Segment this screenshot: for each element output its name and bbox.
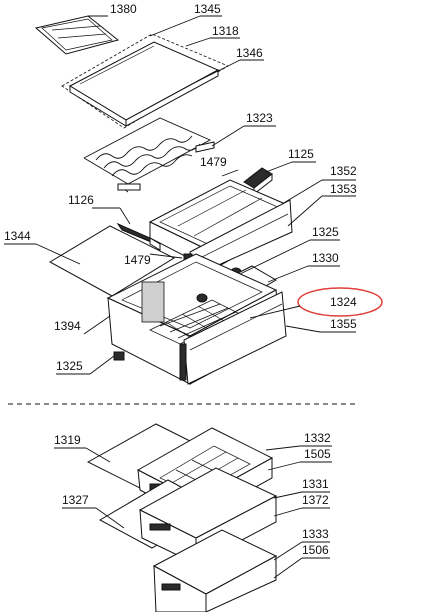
label-1352: 1352 — [330, 164, 357, 178]
part-1344-glass-sheet — [48, 225, 176, 297]
label-1327: 1327 — [62, 493, 89, 507]
label-1346: 1346 — [236, 46, 263, 60]
part-1380-insert — [34, 15, 120, 55]
label-1344: 1344 — [4, 229, 31, 243]
label-1355: 1355 — [330, 317, 357, 331]
label-1126: 1126 — [68, 193, 94, 207]
label-1506: 1506 — [302, 543, 329, 557]
label-1380: 1380 — [110, 2, 137, 16]
label-1331: 1331 — [302, 477, 329, 491]
part-1325-foot-bottom — [113, 351, 125, 361]
part-1126-clip — [116, 222, 161, 251]
label-1372: 1372 — [302, 493, 329, 507]
label-1318: 1318 — [212, 24, 239, 38]
label-1332: 1332 — [304, 431, 331, 445]
label-1330: 1330 — [312, 251, 339, 265]
part-1323-wine-rack — [83, 117, 215, 193]
label-1345: 1345 — [194, 2, 221, 16]
highlight-ellipse — [297, 287, 383, 317]
part-1125-clip — [243, 167, 273, 196]
part-1355-crisper-front — [179, 291, 287, 385]
label-1323: 1323 — [246, 111, 273, 125]
label-1333: 1333 — [302, 527, 329, 541]
label-1324: 1324 — [330, 295, 357, 309]
label-1479-top: 1479 — [200, 155, 227, 169]
label-1319: 1319 — [54, 433, 81, 447]
label-1479-bottom: 1479 — [124, 253, 151, 267]
label-1325-bottom: 1325 — [56, 359, 83, 373]
leader-lines-bottom — [54, 445, 332, 579]
label-1325-top: 1325 — [312, 225, 339, 239]
label-1505: 1505 — [304, 447, 331, 461]
label-1125: 1125 — [288, 147, 314, 161]
part-1345-glass-shelf — [61, 33, 229, 129]
label-1353: 1353 — [330, 182, 357, 196]
leader-lines-top — [4, 15, 356, 375]
label-1394: 1394 — [54, 319, 81, 333]
part-1333-drawer — [152, 529, 278, 612]
